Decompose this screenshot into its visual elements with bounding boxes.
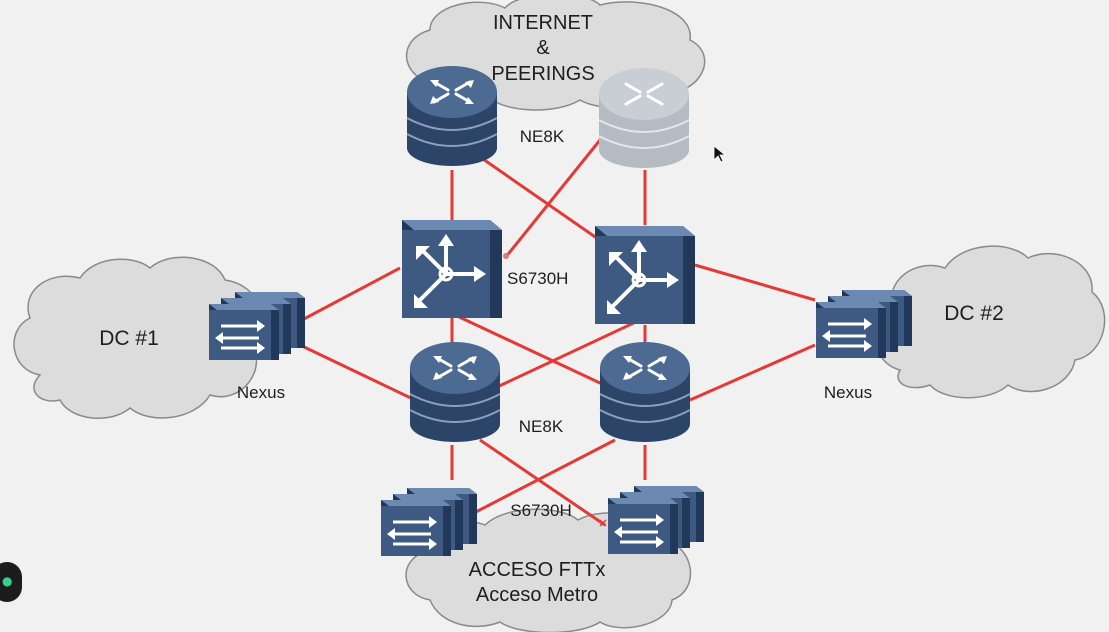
router-icon xyxy=(405,64,499,168)
l3-switch-icon xyxy=(593,224,697,326)
link-nexus-left-to-core-left xyxy=(301,266,401,322)
l3-switch-icon xyxy=(400,218,504,320)
internet-cloud-line-1: INTERNET xyxy=(493,12,593,34)
label-ne8k-mid: NE8K xyxy=(519,417,564,436)
router-icon xyxy=(408,340,502,444)
link-cross-mark xyxy=(599,519,607,527)
stacked-switch-icon-access-left xyxy=(381,488,477,556)
dc1-cloud-label: DC #1 xyxy=(99,327,159,350)
access-cloud-line-1: ACCESO FTTx xyxy=(469,559,606,581)
dc2-cloud-label: DC #2 xyxy=(944,302,1004,325)
floating-action-button[interactable]: ● xyxy=(0,562,22,602)
internet-cloud-line-3: PEERINGS xyxy=(491,63,594,85)
label-s6730h-access: S6730H xyxy=(510,501,571,520)
stacked-switch-icon-nexus-left xyxy=(209,292,305,360)
label-nexus-right: Nexus xyxy=(824,383,872,402)
link-group xyxy=(299,139,816,527)
router-icon-ghost xyxy=(597,66,691,170)
link-router-top-right-to-core-left xyxy=(503,139,602,259)
stacked-switch-icon-nexus-right xyxy=(816,290,912,358)
access-cloud-line-2: Acceso Metro xyxy=(476,584,598,606)
label-nexus-left: Nexus xyxy=(237,383,285,402)
cloud-dc2 xyxy=(875,245,1106,399)
link-core-right-to-router-mid-left xyxy=(479,318,641,397)
link-endpoint-dot xyxy=(503,253,509,259)
link-core-left-to-router-mid-right xyxy=(454,313,616,392)
stacked-switch-icon-access-right xyxy=(608,486,704,554)
mouse-cursor-icon xyxy=(713,145,727,163)
label-s6730h-core: S6730H xyxy=(507,269,568,288)
link-core-right-to-nexus-right xyxy=(694,263,816,302)
router-icon xyxy=(598,340,692,444)
internet-cloud-line-2: & xyxy=(536,37,550,59)
label-ne8k-top: NE8K xyxy=(520,127,565,146)
leaf-icon: ● xyxy=(2,574,13,588)
link-router-mid-right-to-nexus-right xyxy=(689,343,816,402)
link-nexus-left-to-router-mid-left xyxy=(299,343,416,402)
link-router-mid-left-to-access-right xyxy=(479,438,606,527)
link-router-mid-right-to-access-left xyxy=(469,438,616,517)
